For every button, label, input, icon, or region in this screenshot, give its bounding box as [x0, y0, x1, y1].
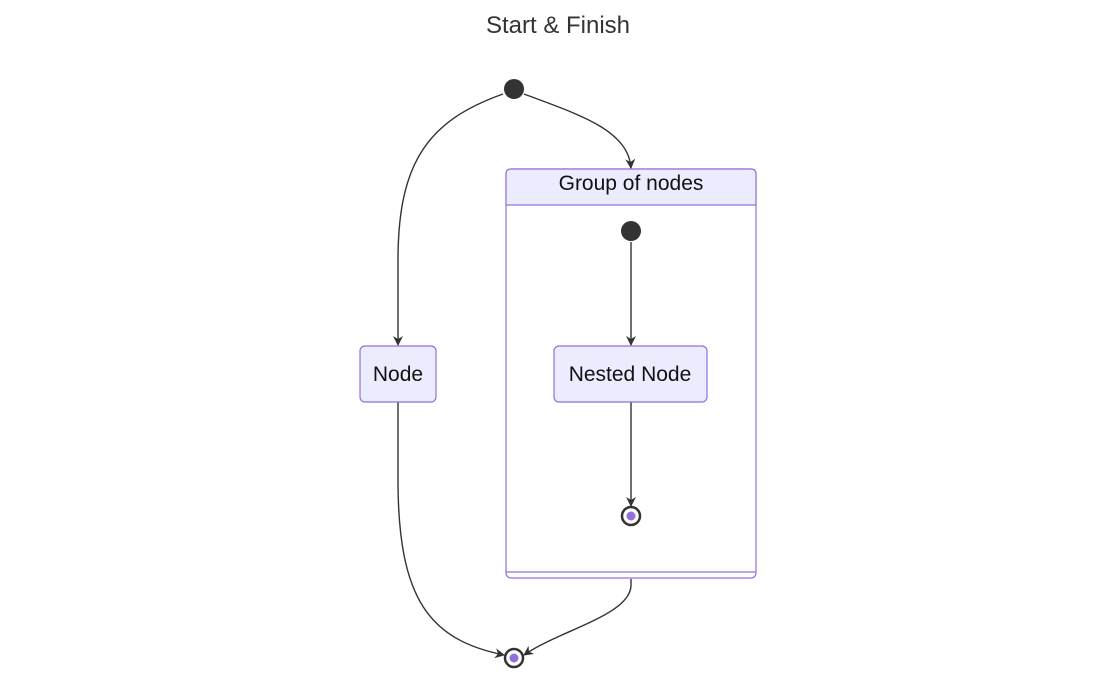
- nested-node-box: [553, 345, 708, 403]
- diagram-title: Start & Finish: [486, 12, 630, 39]
- nested-end-state[interactable]: [620, 505, 642, 527]
- edge-start-to-node: [393, 93, 504, 346]
- nested-node-label: Nested Node: [569, 363, 692, 386]
- edge-node-to-end: [397, 402, 505, 659]
- end-state[interactable]: [503, 647, 525, 669]
- node-state[interactable]: Node: [359, 345, 437, 403]
- nested-end-dot: [626, 511, 636, 521]
- start-state[interactable]: [504, 79, 524, 99]
- edge-start-to-group: [523, 93, 636, 169]
- nested-start-state[interactable]: [621, 221, 641, 241]
- group-header-bg: [505, 168, 757, 206]
- edge-group-to-end: [523, 579, 632, 656]
- nested-node-state[interactable]: Nested Node: [553, 345, 708, 403]
- node-label: Node: [373, 363, 423, 386]
- group-label: Group of nodes: [559, 172, 704, 195]
- end-dot: [509, 653, 519, 663]
- node-box: [359, 345, 437, 403]
